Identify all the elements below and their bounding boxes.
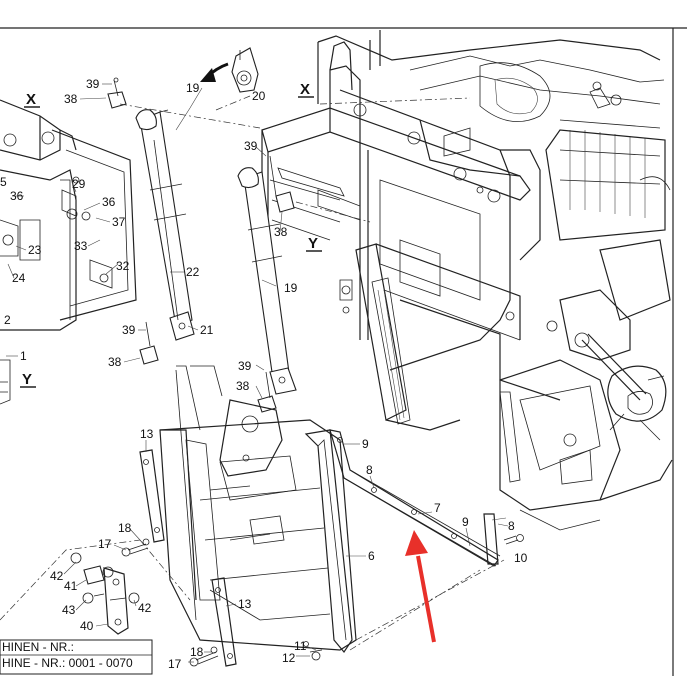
- callout-2: 2: [4, 313, 11, 327]
- callout-22: 22: [186, 265, 200, 279]
- callout-38-mid: 38: [274, 225, 288, 239]
- callout-7: 7: [434, 501, 441, 515]
- callout-21: 21: [200, 323, 214, 337]
- callout-39-mid: 39: [244, 139, 258, 153]
- callout-11: 11: [294, 639, 307, 653]
- callout-8-lower: 8: [508, 519, 515, 533]
- callout-18-upper: 18: [118, 521, 132, 535]
- callout-39-strut: 39: [238, 359, 252, 373]
- part-callouts: 39 38 19 20 39 38 19 22 21 39 38 39 38 2…: [0, 77, 528, 671]
- leader-lines: [6, 83, 509, 663]
- callout-42-left: 42: [50, 569, 64, 583]
- callout-13-lower: 13: [238, 597, 252, 611]
- callout-10: 10: [514, 551, 528, 565]
- callout-38-strut: 38: [236, 379, 250, 393]
- callout-13-upper: 13: [140, 427, 154, 441]
- red-indicator-arrow: [405, 530, 436, 643]
- detail-inset: [0, 539, 191, 635]
- callout-arrow-19: [200, 62, 229, 82]
- machine-body: [317, 30, 671, 321]
- reference-lines: [119, 95, 505, 651]
- left-subassembly: [0, 99, 137, 405]
- callout-42-right: 42: [138, 601, 152, 615]
- screws-17-18: [121, 538, 219, 667]
- callout-40: 40: [80, 619, 94, 633]
- gas-strut-19: [237, 167, 297, 395]
- view-label-x-top: X: [300, 81, 310, 98]
- machine-note-line1: HINEN - NR.:: [2, 640, 74, 654]
- callout-18-lower: 18: [190, 645, 204, 659]
- callout-38-top: 38: [64, 92, 78, 106]
- rail-7: [329, 429, 524, 567]
- callout-36-right: 36: [102, 195, 116, 209]
- callout-43: 43: [62, 603, 76, 617]
- strap-13-upper: [139, 449, 165, 543]
- callout-9-upper: 9: [362, 437, 369, 451]
- hinge-assembly: [499, 289, 673, 531]
- callout-39-low: 39: [122, 323, 136, 337]
- callout-41: 41: [64, 579, 78, 593]
- callout-24: 24: [12, 271, 26, 285]
- side-rail: [355, 243, 561, 431]
- callout-1: 1: [20, 349, 27, 363]
- callout-33: 33: [74, 239, 88, 253]
- machine-note-line2: HINE - NR.: 0001 - 0070: [2, 656, 133, 670]
- callout-36-left: 36: [10, 189, 24, 203]
- callout-39-top: 39: [86, 77, 100, 91]
- callout-29: 29: [72, 177, 86, 191]
- view-label-y-left: Y: [22, 371, 32, 388]
- callout-5: 5: [0, 175, 7, 189]
- strap-13-lower: [211, 577, 237, 667]
- callout-37: 37: [112, 215, 126, 229]
- view-labels: X X Y Y: [20, 81, 322, 388]
- callout-12: 12: [282, 651, 296, 665]
- callout-8-upper: 8: [366, 463, 373, 477]
- callout-20: 20: [252, 89, 266, 103]
- callout-6: 6: [368, 549, 375, 563]
- callout-19-top: 19: [186, 81, 200, 95]
- callout-32: 32: [116, 259, 130, 273]
- callout-38-low: 38: [108, 355, 122, 369]
- machine-number-box: HINEN - NR.: HINE - NR.: 0001 - 0070: [0, 639, 153, 675]
- callout-17-lower: 17: [168, 657, 182, 671]
- callout-19-right: 19: [284, 281, 298, 295]
- gas-strut-22: [135, 109, 195, 341]
- callout-23: 23: [28, 243, 42, 257]
- bracket-20: [231, 47, 259, 93]
- callout-17-upper: 17: [98, 537, 112, 551]
- view-label-y-mid: Y: [308, 235, 318, 252]
- page-frame: [0, 27, 687, 676]
- door-panel-6: [159, 365, 357, 654]
- view-label-x-left: X: [26, 91, 36, 108]
- screws-11-12: [303, 641, 323, 661]
- callout-9-lower: 9: [462, 515, 469, 529]
